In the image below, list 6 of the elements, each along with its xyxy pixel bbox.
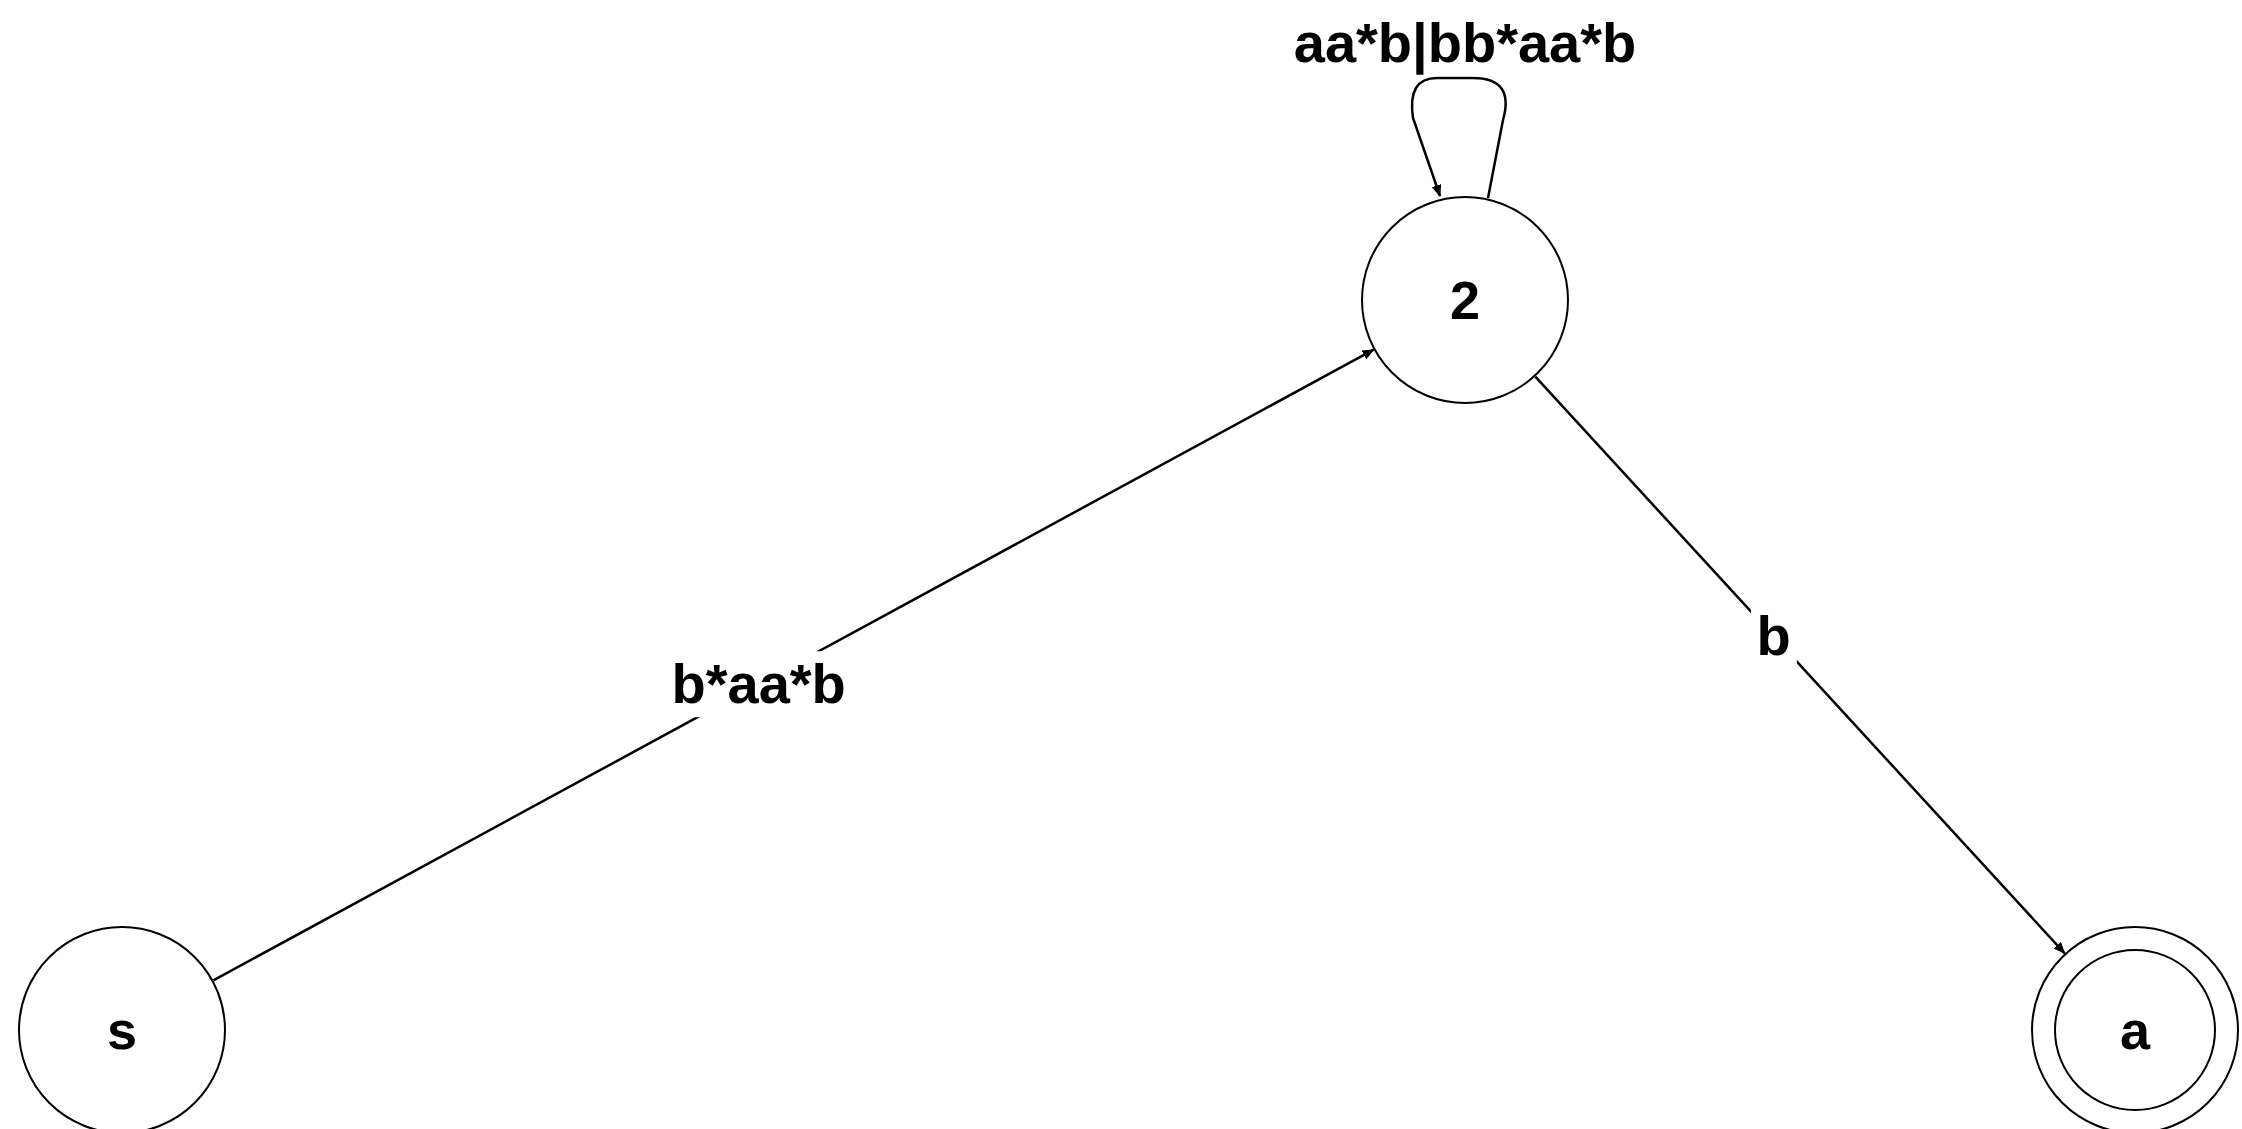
state-label: s bbox=[106, 1003, 137, 1057]
arrow bbox=[1410, 76, 1507, 199]
state-label: 2 bbox=[1449, 273, 1480, 327]
arrow bbox=[1534, 375, 2066, 955]
arrow bbox=[212, 348, 1375, 982]
state-label: a bbox=[2119, 1003, 2150, 1057]
